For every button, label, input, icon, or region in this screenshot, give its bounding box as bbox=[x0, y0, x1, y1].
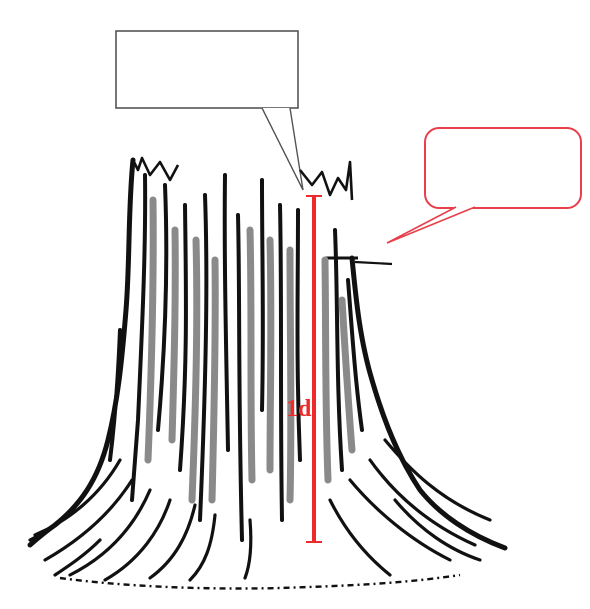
trunk-right-edge bbox=[352, 258, 505, 548]
top-callout-box bbox=[116, 31, 298, 108]
top-callout bbox=[116, 31, 303, 190]
side-callout bbox=[387, 128, 581, 243]
bark-grey-strokes bbox=[148, 200, 352, 500]
cut-edge-mark bbox=[355, 262, 392, 264]
side-callout-pointer bbox=[387, 207, 475, 243]
base-ground-line bbox=[60, 575, 460, 589]
top-callout-pointer bbox=[262, 108, 303, 190]
height-measure-label: 1d bbox=[286, 396, 312, 422]
side-callout-box bbox=[425, 128, 581, 208]
